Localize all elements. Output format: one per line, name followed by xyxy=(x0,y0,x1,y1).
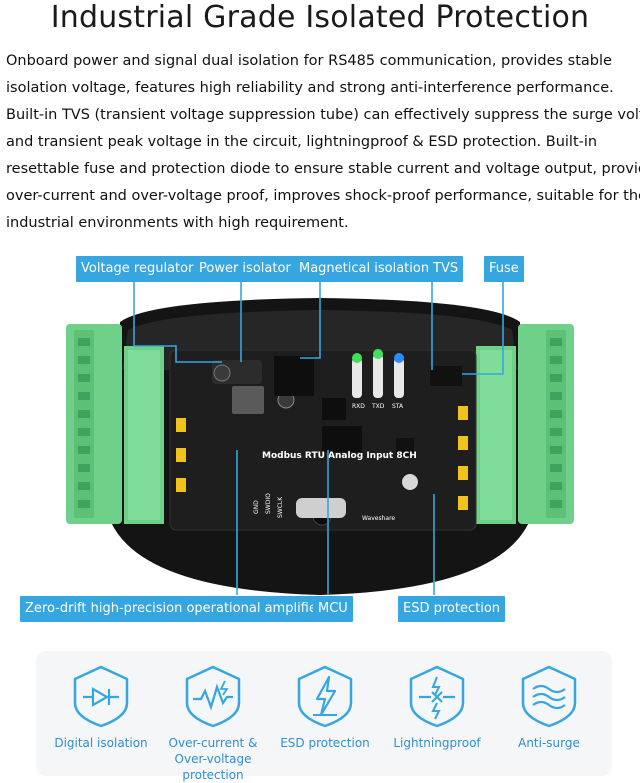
feature-lightningproof: Lightningproof xyxy=(382,663,492,751)
callout-mcu: MCU xyxy=(313,596,353,622)
callout-voltage-regulator: Voltage regulator xyxy=(76,256,199,282)
callout-op-amp: Zero-drift high-precision operational am… xyxy=(20,596,328,622)
description-line: Onboard power and signal dual isolation … xyxy=(6,53,612,69)
callout-power-isolator: Power isolator xyxy=(194,256,296,282)
feature-anti-surge: Anti-surge xyxy=(494,663,604,751)
over-current-icon xyxy=(185,665,241,728)
board-name: Modbus RTU Analog Input 8CH xyxy=(262,451,417,461)
left-terminal-block xyxy=(66,324,164,524)
feature-label: Digital isolation xyxy=(54,736,148,750)
anti-surge-icon xyxy=(521,665,577,728)
feature-label: Anti-surge xyxy=(518,736,580,750)
feature-label: Lightningproof xyxy=(393,736,481,750)
pin-label-gnd: GND xyxy=(253,500,260,514)
description-line: resettable fuse and protection diode to … xyxy=(6,161,640,177)
callout-tvs: TVS xyxy=(428,256,464,282)
pin-label-swdio: SWDIO xyxy=(265,493,272,514)
feature-panel xyxy=(36,651,612,776)
pin-label-swclk: SWCLK xyxy=(277,496,284,518)
led-label-txd: TXD xyxy=(371,403,385,410)
feature-over-current: Over-current & Over-voltage protection xyxy=(158,663,268,783)
esd-icon xyxy=(297,665,353,728)
callout-magnetical-isolation: Magnetical isolation xyxy=(294,256,435,282)
board-brand: Waveshare xyxy=(362,515,395,522)
description-line: industrial environments with high requir… xyxy=(6,215,349,231)
right-terminal-block xyxy=(476,324,574,524)
callout-esd-protection: ESD protection xyxy=(398,596,506,622)
product-illustration: RXD TXD STA Modbus RTU Analog Input 8CH … xyxy=(66,281,574,595)
feature-label: ESD protection xyxy=(280,736,370,750)
description: Onboard power and signal dual isolation … xyxy=(6,48,640,237)
feature-digital-isolation: Digital isolation xyxy=(46,663,156,751)
description-line: and transient peak voltage in the circui… xyxy=(6,134,598,150)
digital-isolation-icon xyxy=(73,665,129,728)
description-line: isolation voltage, features high reliabi… xyxy=(6,80,614,96)
description-line: over-current and over-voltage proof, imp… xyxy=(6,188,640,204)
feature-label: Over-current & Over-voltage protection xyxy=(168,736,258,782)
lightningproof-icon xyxy=(409,665,465,728)
description-line: Built-in TVS (transient voltage suppress… xyxy=(6,107,640,123)
led-label-sta: STA xyxy=(392,403,404,410)
page-title: Industrial Grade Isolated Protection xyxy=(50,0,590,35)
feature-esd: ESD protection xyxy=(270,663,380,751)
callout-fuse: Fuse xyxy=(484,256,524,282)
led-label-rxd: RXD xyxy=(352,403,365,410)
